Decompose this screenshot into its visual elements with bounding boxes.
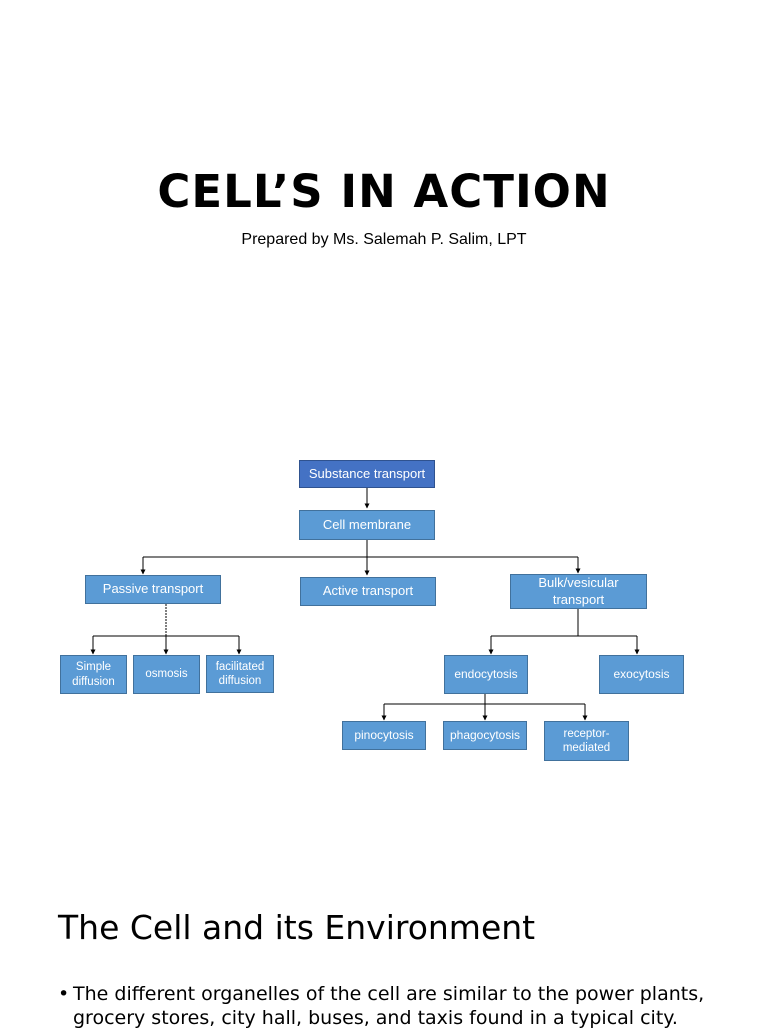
node-facilitated-diffusion: facilitated diffusion: [206, 655, 274, 693]
node-pinocytosis: pinocytosis: [342, 721, 426, 750]
slide-title: CELL’S IN ACTION: [157, 165, 611, 218]
section-heading: The Cell and its Environment: [58, 908, 536, 947]
slide-subtitle: Prepared by Ms. Salemah P. Salim, LPT: [241, 231, 527, 248]
node-simple-diffusion: Simple diffusion: [60, 655, 127, 694]
bullet-text: The different organelles of the cell are…: [73, 983, 705, 1029]
node-substance-transport: Substance transport: [299, 460, 435, 488]
node-bulk-transport: Bulk/vesicular transport: [510, 574, 647, 609]
bullet-glyph: •: [58, 983, 70, 1005]
node-endocytosis: endocytosis: [444, 655, 528, 694]
node-osmosis: osmosis: [133, 655, 200, 694]
node-passive-transport: Passive transport: [85, 575, 221, 604]
node-receptor-mediated: receptor-mediated: [544, 721, 629, 761]
node-exocytosis: exocytosis: [599, 655, 684, 694]
node-active-transport: Active transport: [300, 577, 436, 606]
node-cell-membrane: Cell membrane: [299, 510, 435, 540]
bullet-item: • The different organelles of the cell a…: [58, 982, 738, 1030]
node-phagocytosis: phagocytosis: [443, 721, 527, 750]
